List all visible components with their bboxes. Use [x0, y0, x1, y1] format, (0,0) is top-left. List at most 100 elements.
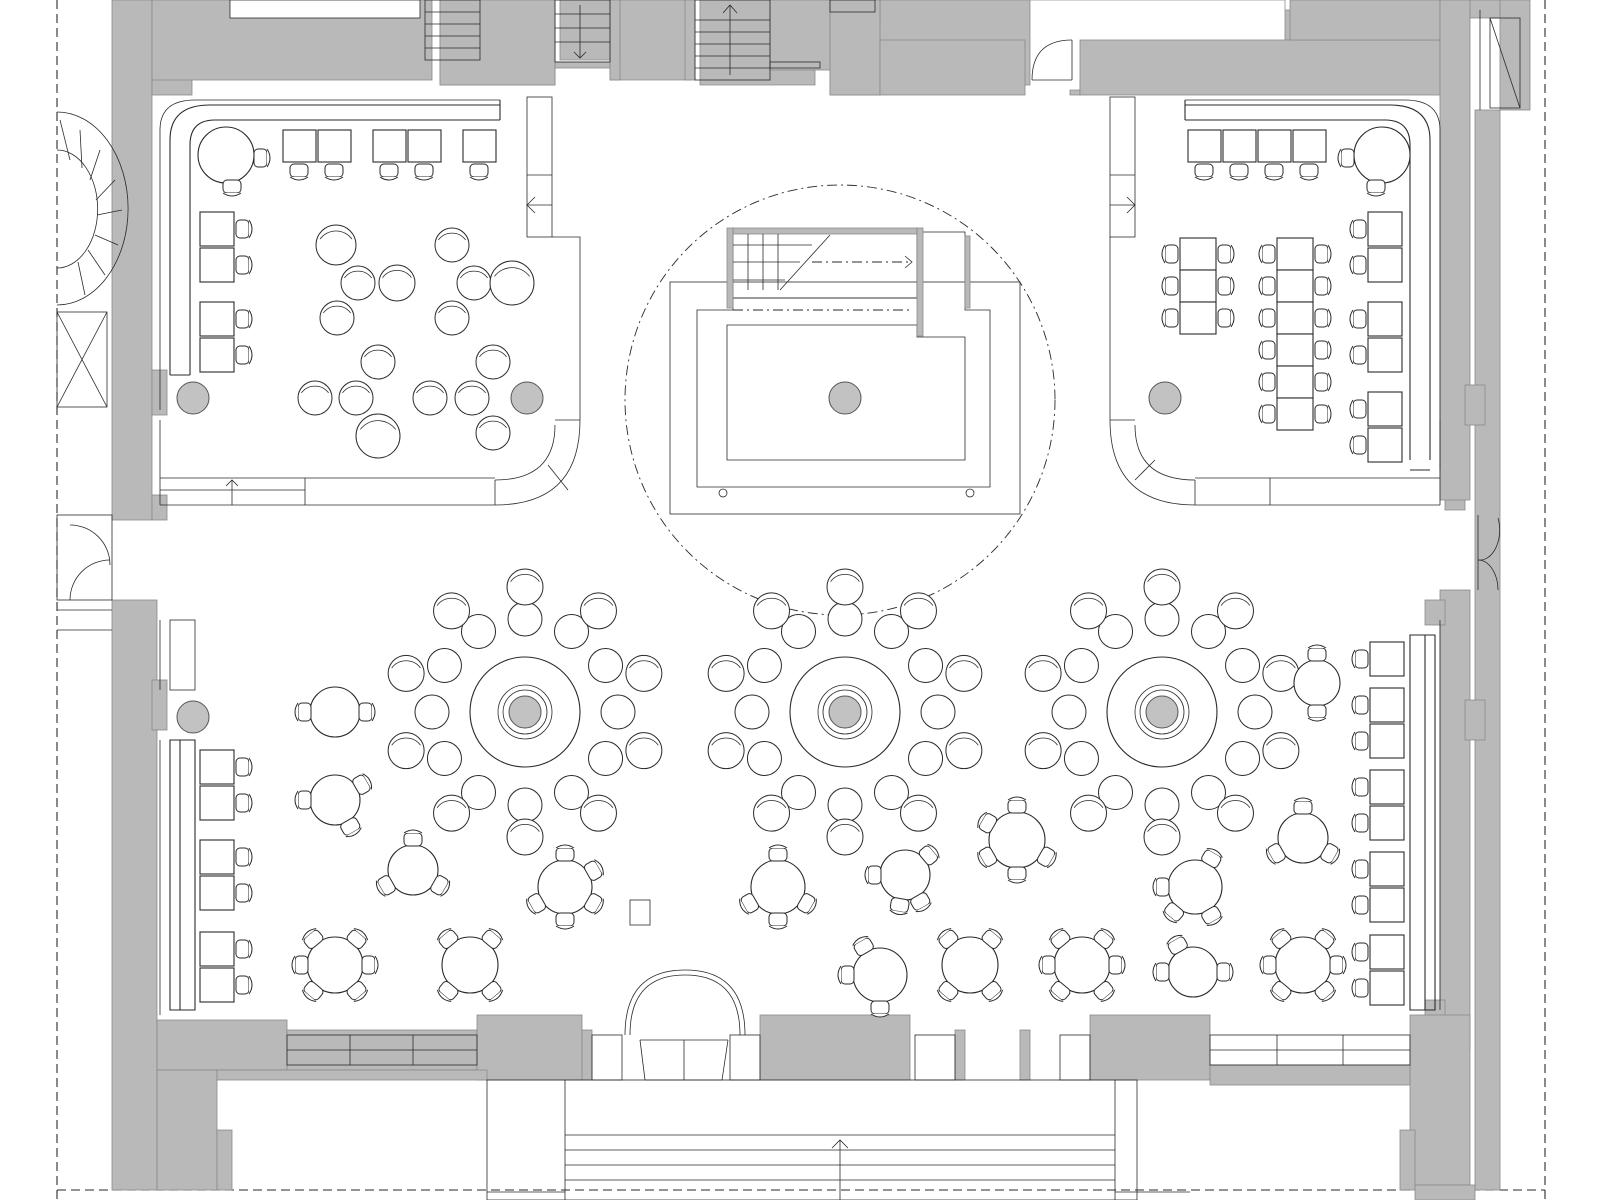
column	[176, 381, 210, 415]
chair	[1351, 649, 1369, 669]
chair	[235, 847, 253, 867]
chair	[235, 883, 253, 903]
lounge-chair	[753, 592, 791, 630]
lounge-chair	[945, 732, 983, 770]
lounge-chair-back	[301, 385, 329, 394]
chair	[1264, 163, 1284, 181]
chair	[1320, 843, 1341, 865]
square-table	[1369, 687, 1405, 723]
column	[1148, 381, 1182, 415]
chair	[1307, 644, 1327, 662]
lounge-chair	[360, 344, 396, 380]
square-table	[199, 247, 235, 283]
square-table	[1179, 301, 1217, 335]
round-table	[750, 859, 806, 915]
lounge-chair-back	[629, 660, 659, 669]
chair	[1314, 981, 1337, 1002]
chair	[1217, 308, 1235, 328]
square-table	[282, 129, 317, 163]
square-table	[1369, 934, 1405, 970]
column	[1145, 695, 1179, 729]
lounge-chair	[588, 648, 624, 683]
table-inner-ring	[817, 684, 873, 740]
chair	[1349, 255, 1367, 275]
lounge-chair	[899, 794, 937, 832]
chair	[1314, 372, 1332, 392]
chair	[1229, 163, 1249, 181]
chair	[526, 893, 547, 915]
square-table	[199, 875, 235, 911]
chair	[977, 811, 998, 834]
lounge-chair-back	[949, 737, 979, 746]
lounge-chair	[1063, 648, 1099, 683]
square-table	[407, 129, 442, 163]
chair	[1161, 244, 1179, 264]
chair	[352, 773, 373, 795]
chair	[301, 928, 324, 949]
chair	[294, 790, 312, 810]
lounge-chair	[433, 794, 471, 832]
chair	[1329, 955, 1347, 975]
chair	[1259, 955, 1277, 975]
lounge-chair	[378, 264, 416, 302]
lounge-chair	[1143, 568, 1181, 606]
chair	[436, 928, 459, 949]
lounge-chair	[1237, 694, 1273, 730]
lounge-chair	[920, 694, 956, 730]
table-inner-ring	[1139, 689, 1185, 735]
lounge-chair	[908, 741, 944, 776]
square-table	[1369, 805, 1405, 841]
lounge-chair-back	[458, 385, 486, 394]
lounge-chair	[1024, 732, 1062, 770]
square-table	[1179, 237, 1217, 271]
chair	[291, 955, 309, 975]
north-east-dining	[1109, 96, 1441, 506]
lounge-chair	[454, 380, 490, 416]
chair	[1258, 276, 1276, 296]
table-inner-ring	[497, 684, 553, 740]
lounge-chair	[1098, 775, 1133, 811]
round-table	[1353, 126, 1411, 184]
lounge-chair-back	[1028, 737, 1058, 746]
lounge-chair-back	[436, 800, 467, 808]
lounge-chair	[338, 380, 374, 416]
lounge-chair	[340, 265, 376, 301]
lounge-chair	[475, 344, 511, 380]
lounge-chair	[387, 732, 425, 770]
lounge-chair	[707, 654, 745, 692]
chair	[1258, 404, 1276, 424]
square-table	[1222, 129, 1257, 163]
lounge-chair-back	[711, 737, 741, 746]
lounge-chair	[426, 648, 462, 683]
lounge-chair	[707, 732, 745, 770]
lounge-chair-back	[460, 270, 488, 279]
square-table	[1276, 333, 1314, 367]
lounge-chair-back	[903, 597, 934, 606]
chair	[222, 179, 242, 197]
table-inner-ring	[822, 689, 868, 735]
square-table	[1367, 301, 1403, 337]
chair	[1314, 276, 1332, 296]
chair	[1307, 704, 1327, 722]
lounge-chair-back	[949, 660, 979, 669]
chair	[1351, 813, 1369, 833]
lounge-chair-back	[830, 574, 860, 582]
round-table	[441, 936, 499, 994]
central-bar	[624, 184, 1056, 616]
lounge-chair-back	[510, 574, 540, 582]
lounge-chair	[433, 592, 471, 630]
lounge-chair	[753, 794, 791, 832]
lounge-chair	[579, 592, 617, 630]
lounge-chair-back	[1220, 800, 1251, 808]
square-table	[1369, 970, 1405, 1006]
lounge-chair	[412, 380, 448, 416]
lounge-chair	[826, 568, 864, 606]
square-table	[199, 839, 235, 875]
chair	[1351, 895, 1369, 915]
chair	[1048, 981, 1071, 1002]
square-table	[1369, 641, 1405, 677]
chair	[1349, 399, 1367, 419]
chair	[1293, 797, 1313, 815]
lounge-chair	[1098, 613, 1133, 649]
